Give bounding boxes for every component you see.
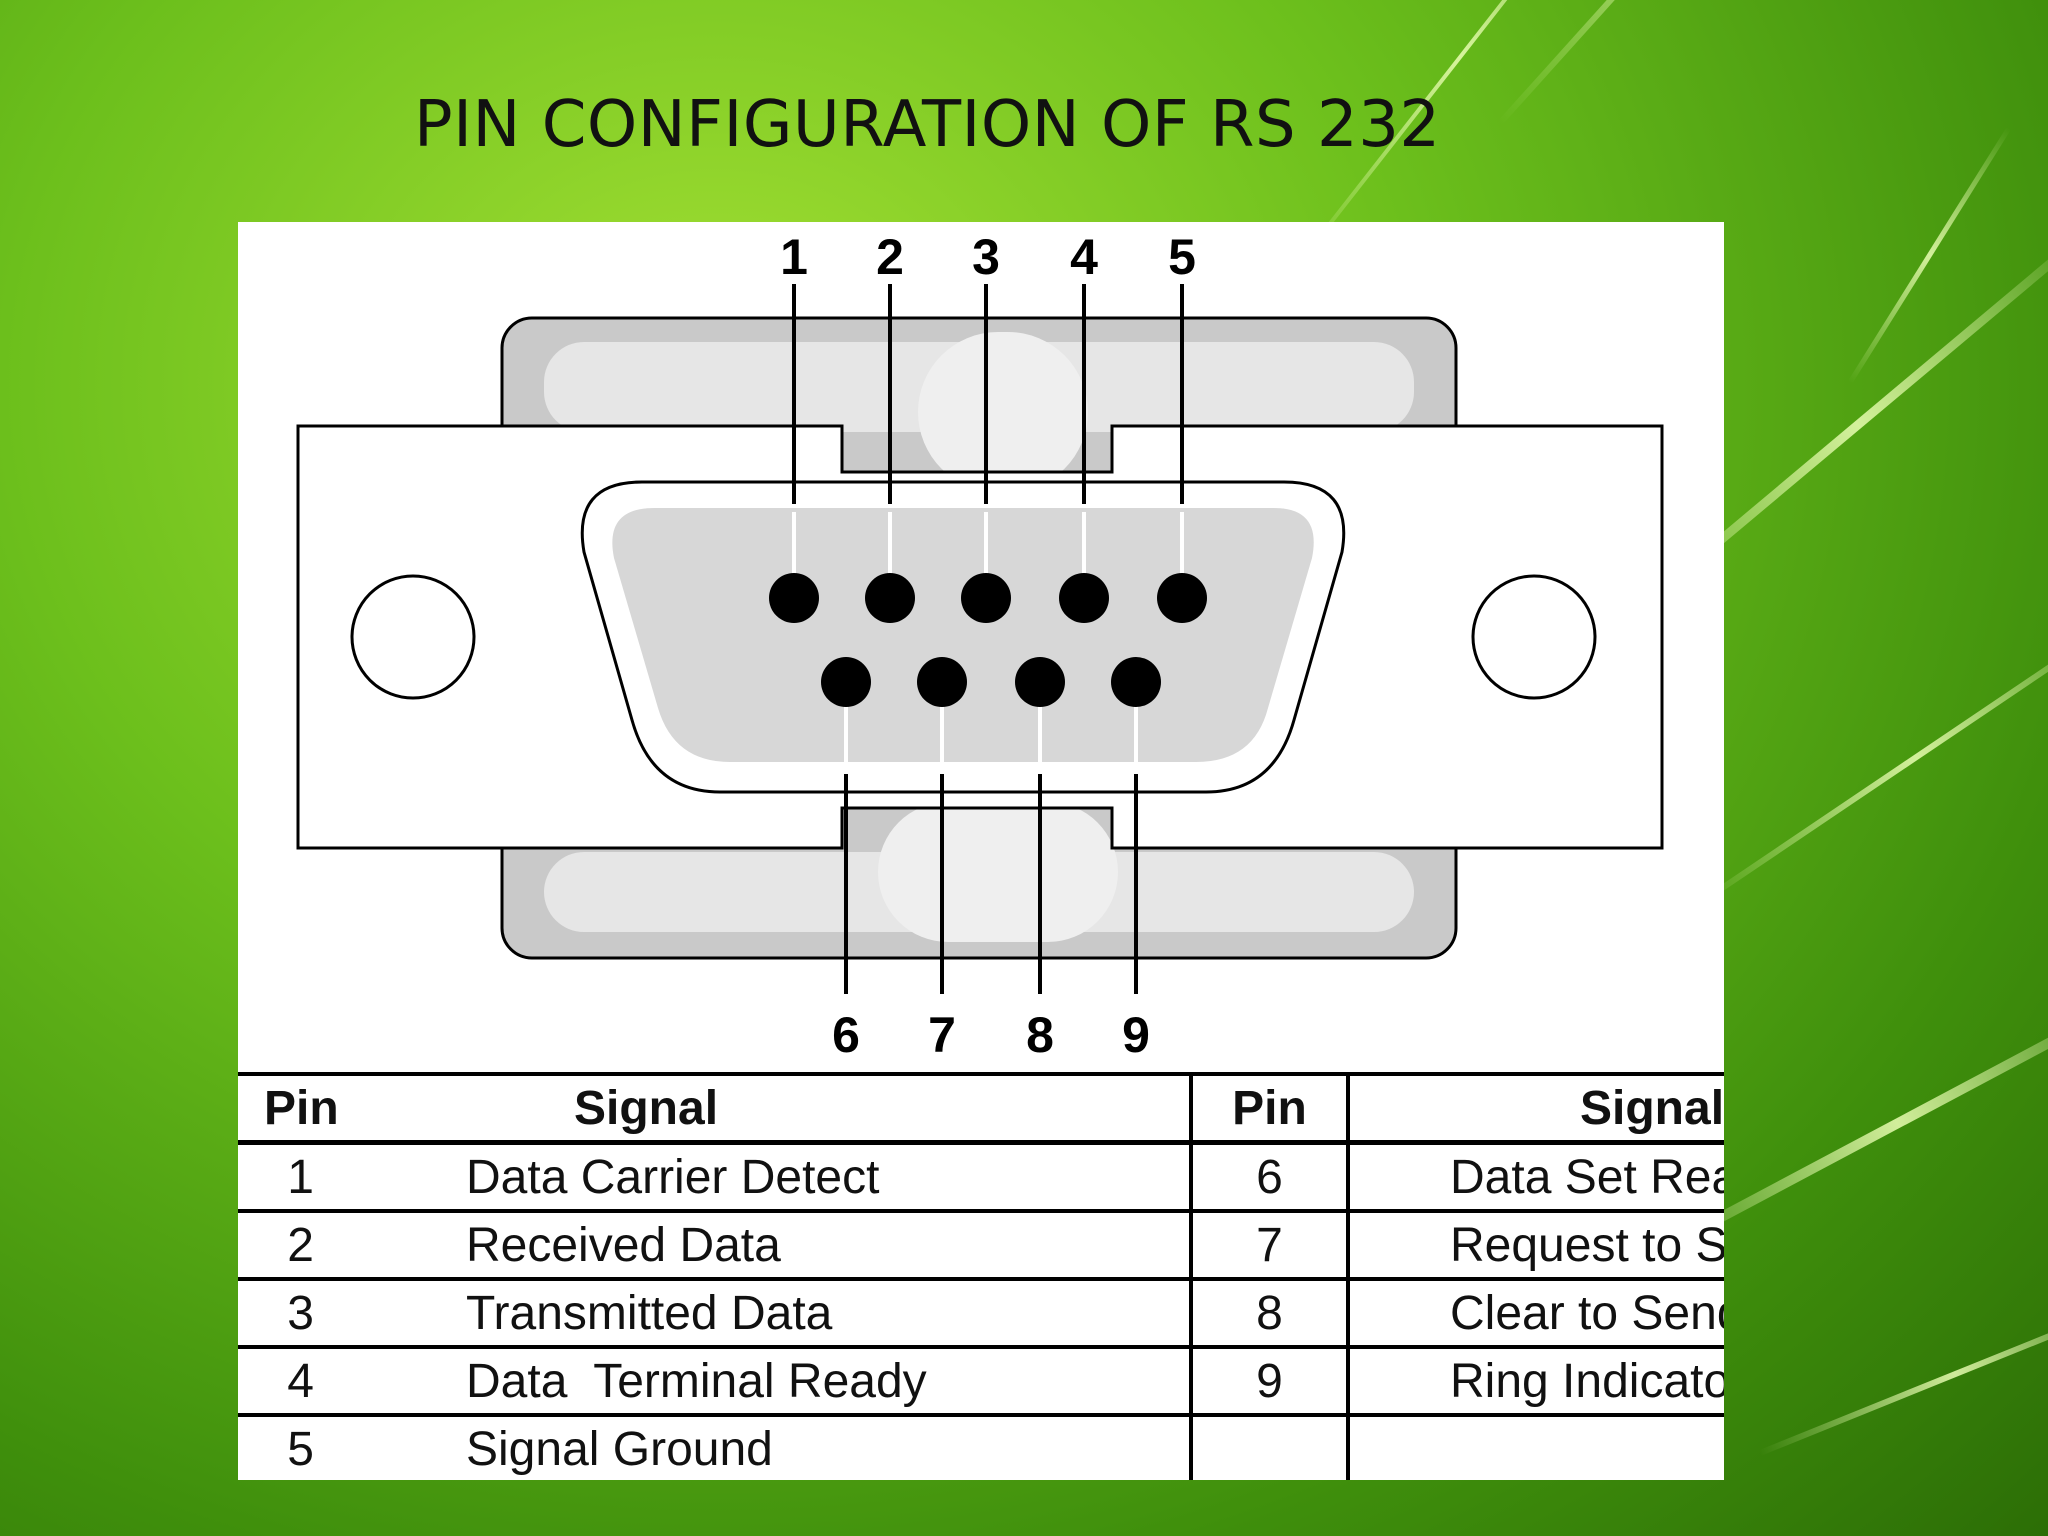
pin-socket-1 (769, 573, 819, 623)
signal-cell: Signal Ground (424, 1415, 1193, 1480)
pin-number-label: 4 (1070, 229, 1098, 285)
table-row: 2 Received Data 7 Request to Send (238, 1211, 1724, 1281)
light-streak (1758, 1292, 2048, 1456)
column-header-signal: Signal (1348, 1072, 1724, 1145)
pin-socket-9 (1111, 657, 1161, 707)
pin-leader-lines-top (792, 284, 1184, 504)
pin-cell: 2 (238, 1211, 424, 1281)
pin-socket-3 (961, 573, 1011, 623)
table-row: 3 Transmitted Data 8 Clear to Send (238, 1279, 1724, 1349)
pin-cell: 3 (238, 1279, 424, 1349)
table-row: 1 Data Carrier Detect 6 Data Set Ready (238, 1142, 1724, 1213)
pin-cell: 9 (1191, 1347, 1350, 1417)
column-header-pin: Pin (1191, 1072, 1350, 1145)
pin-socket-2 (865, 573, 915, 623)
pin-number-label: 7 (928, 1007, 956, 1063)
pin-number-label: 2 (876, 229, 904, 285)
pin-socket-7 (917, 657, 967, 707)
light-streak (1847, 126, 2012, 384)
signal-cell: Clear to Send (1348, 1279, 1724, 1349)
pin-number-label: 5 (1168, 229, 1196, 285)
pin-cell (1191, 1415, 1350, 1480)
mounting-hole-left (350, 574, 476, 700)
connector-rear-highlight (878, 802, 1118, 942)
pin-cell: 7 (1191, 1211, 1350, 1281)
connector-d-shell-inner (612, 508, 1314, 762)
pin-sockets-bottom (821, 657, 1161, 707)
light-streak (1698, 609, 2048, 906)
signal-cell: Request to Send (1348, 1211, 1724, 1281)
pin-number-label: 1 (780, 229, 808, 285)
signal-cell: Data Terminal Ready (424, 1347, 1193, 1417)
pin-cell: 5 (287, 1422, 314, 1476)
connector-rear-highlight (918, 332, 1088, 492)
pin-number-label: 3 (972, 229, 1000, 285)
column-header-signal: Signal (424, 1072, 1193, 1145)
table-header-row: Pin Signal Pin Signal (238, 1072, 1724, 1145)
pin-socket-4 (1059, 573, 1109, 623)
connector-figure: 1 2 3 4 5 6 7 8 9 Pin Signal Pin Signal … (238, 222, 1724, 1480)
pin-signal-table: Pin Signal Pin Signal 1 Data Carrier Det… (238, 1072, 1724, 1480)
signal-cell: Received Data (424, 1211, 1193, 1281)
pin-cell: 8 (1191, 1279, 1350, 1349)
pin-number-label: 8 (1026, 1007, 1054, 1063)
db9-connector-diagram: 1 2 3 4 5 6 7 8 9 (296, 229, 1664, 1063)
signal-cell (1348, 1415, 1724, 1480)
pin-cell: 4 (238, 1347, 424, 1417)
pin-socket-5 (1157, 573, 1207, 623)
table-row: 4 Data Terminal Ready 9 Ring Indicator (238, 1347, 1724, 1417)
pin-socket-6 (821, 657, 871, 707)
pin-number-label: 9 (1122, 1007, 1150, 1063)
pin-leader-lines-bottom (844, 774, 1138, 994)
pin-socket-8 (1015, 657, 1065, 707)
slide-title: PIN CONFIGURATION OF RS 232 (414, 88, 1441, 162)
table-row: 5 Signal Ground (238, 1415, 1724, 1480)
signal-cell: Data Set Ready (1348, 1142, 1724, 1213)
pin-number-label: 6 (832, 1007, 860, 1063)
pin-sockets-top (769, 573, 1207, 623)
pin-cell: 6 (1191, 1142, 1350, 1213)
column-header-pin: Pin (238, 1072, 424, 1145)
signal-cell: Ring Indicator (1348, 1347, 1724, 1417)
pin-cell: 1 (238, 1142, 424, 1213)
signal-cell: Transmitted Data (424, 1279, 1193, 1349)
mounting-hole-right (1471, 574, 1597, 700)
light-streak (1497, 0, 1971, 126)
signal-cell: Data Carrier Detect (424, 1142, 1193, 1213)
